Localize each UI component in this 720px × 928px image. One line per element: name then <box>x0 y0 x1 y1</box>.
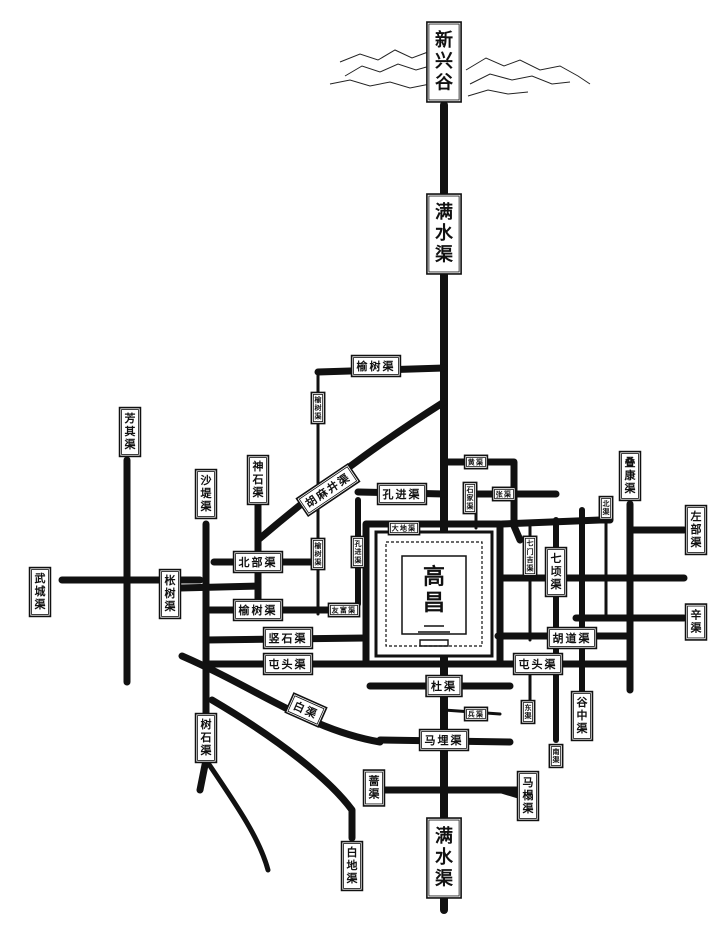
label-cengshu: 枨树渠 <box>158 568 182 620</box>
canal-city-moat <box>362 520 504 668</box>
label-huang-text: 黄渠 <box>468 458 485 467</box>
label-manshui-bottom-text: 满水渠 <box>435 825 454 889</box>
label-beibu-text: 北部渠 <box>239 555 278 569</box>
label-qiqing: 七顷渠 <box>544 546 568 598</box>
label-xinxinggu: 新兴谷 <box>426 21 462 103</box>
label-baidi-text: 白地渠 <box>347 845 359 885</box>
label-zuobu-text: 左部渠 <box>690 509 703 549</box>
label-xin-text: 辛渠 <box>691 608 703 635</box>
label-tuntou-right: 屯头渠 <box>512 652 564 676</box>
label-shadi-text: 沙堤渠 <box>201 474 213 513</box>
label-diekang-text: 叠康渠 <box>625 455 637 495</box>
label-zhanshi-text: 竖石渠 <box>269 631 308 645</box>
label-zuobu: 左部渠 <box>684 504 708 556</box>
label-lanqu: 蔷渠 <box>362 769 386 807</box>
label-shenshi-text: 神石渠 <box>252 459 265 499</box>
label-shushi-text: 树石渠 <box>200 717 213 757</box>
label-zhanshi: 竖石渠 <box>262 626 314 650</box>
label-manshui-top: 满水渠 <box>426 193 462 275</box>
label-du: 杜渠 <box>425 674 463 698</box>
label-yushu-v-text: 榆树渠 <box>314 395 323 421</box>
city-name-char-1: 高 <box>423 564 445 590</box>
label-yushu-v2: 榆树渠 <box>310 537 326 571</box>
label-nan: 南渠 <box>548 743 564 769</box>
label-fangqi-text: 芳其渠 <box>125 411 137 451</box>
label-diekang: 叠康渠 <box>618 450 642 502</box>
label-qimen-text: 七门吉渠 <box>526 539 535 573</box>
label-malang: 马榻渠 <box>516 770 540 822</box>
label-yushu-v2-text: 榆树渠 <box>314 541 323 567</box>
label-kongjin-top: 孔进渠 <box>376 482 428 506</box>
label-qimen: 七门吉渠 <box>522 535 538 577</box>
label-baidi: 白地渠 <box>340 840 364 892</box>
label-tuntou-left: 屯头渠 <box>262 652 314 676</box>
label-shijia-text: 石家渠 <box>466 485 475 511</box>
label-bing-text: 兵渠 <box>468 710 485 719</box>
label-kongjin-small-text: 孔进渠 <box>354 539 363 565</box>
label-manshui-bottom: 满水渠 <box>426 817 462 899</box>
label-huang: 黄渠 <box>463 454 489 470</box>
label-lanqu-text: 蔷渠 <box>369 774 381 801</box>
label-cengshu-text: 枨树渠 <box>165 573 177 613</box>
canal-bai <box>178 652 384 746</box>
label-dong-text: 东渠 <box>524 703 533 720</box>
label-guzhong: 谷中渠 <box>570 690 594 742</box>
label-bing: 兵渠 <box>463 706 489 722</box>
label-tuntou-right-text: 屯头渠 <box>519 657 558 671</box>
label-du-text: 杜渠 <box>431 679 457 693</box>
label-wucheng-text: 武城渠 <box>35 571 47 611</box>
label-beibu: 北部渠 <box>232 550 284 574</box>
label-hudao-text: 胡道渠 <box>553 631 592 645</box>
label-guzhong-text: 谷中渠 <box>577 695 589 735</box>
label-yushu-v: 榆树渠 <box>310 391 326 425</box>
label-yushu-left-text: 榆树渠 <box>239 603 278 617</box>
label-dadi: 大地渠 <box>387 520 421 536</box>
label-shadi: 沙堤渠 <box>194 468 218 520</box>
label-huhuajing: 胡麻井渠 <box>295 462 361 518</box>
gaochang-city: 高 昌 <box>374 530 494 658</box>
label-yushu-top-text: 榆树渠 <box>357 359 396 373</box>
label-manshui-top-text: 满水渠 <box>435 201 454 265</box>
canal-malang <box>497 787 523 799</box>
label-mazhu: 马埋渠 <box>418 728 470 752</box>
label-nan-text: 南渠 <box>552 747 561 764</box>
canal-bai-branch <box>208 696 356 842</box>
label-dadi-text: 大地渠 <box>392 524 417 533</box>
label-qiqing-text: 七顷渠 <box>551 551 563 591</box>
canal-huhuajing <box>254 398 448 544</box>
label-shijia: 石家渠 <box>462 481 478 515</box>
label-dong: 东渠 <box>520 699 536 725</box>
city-gate-icon <box>418 625 450 647</box>
label-mazhu-text: 马埋渠 <box>425 733 464 747</box>
label-bei-small: 北渠 <box>598 495 614 521</box>
city-name-char-2: 昌 <box>423 590 445 616</box>
label-zhang: 张渠 <box>491 486 517 502</box>
label-youfu-text: 友富渠 <box>331 606 357 615</box>
label-kongjin-small: 孔进渠 <box>350 535 366 569</box>
label-xin: 辛渠 <box>684 603 708 641</box>
label-wucheng: 武城渠 <box>28 566 52 618</box>
label-shushi: 树石渠 <box>194 712 218 764</box>
label-fangqi: 芳其渠 <box>118 406 142 458</box>
label-tuntou-left-text: 屯头渠 <box>269 657 308 671</box>
label-malang-text: 马榻渠 <box>523 776 535 815</box>
label-zhang-text: 张渠 <box>496 490 513 499</box>
canal-labels: 新兴谷满水渠满水渠榆树渠榆树渠芳其渠武城渠沙堤渠神石渠胡麻井渠孔进渠孔进渠北部渠… <box>28 21 708 899</box>
label-youfu: 友富渠 <box>327 602 361 618</box>
label-yushu-left: 榆树渠 <box>232 598 284 622</box>
canal-shushi <box>203 757 271 873</box>
label-shenshi: 神石渠 <box>246 454 270 506</box>
label-bai: 白渠 <box>284 692 328 728</box>
canal-cengshu <box>176 582 262 592</box>
label-kongjin-top-text: 孔进渠 <box>383 487 422 501</box>
label-yushu-top: 榆树渠 <box>350 354 402 378</box>
label-hudao: 胡道渠 <box>546 626 598 650</box>
label-xinxinggu-text: 新兴谷 <box>435 29 454 93</box>
label-bei-small-text: 北渠 <box>602 499 611 516</box>
